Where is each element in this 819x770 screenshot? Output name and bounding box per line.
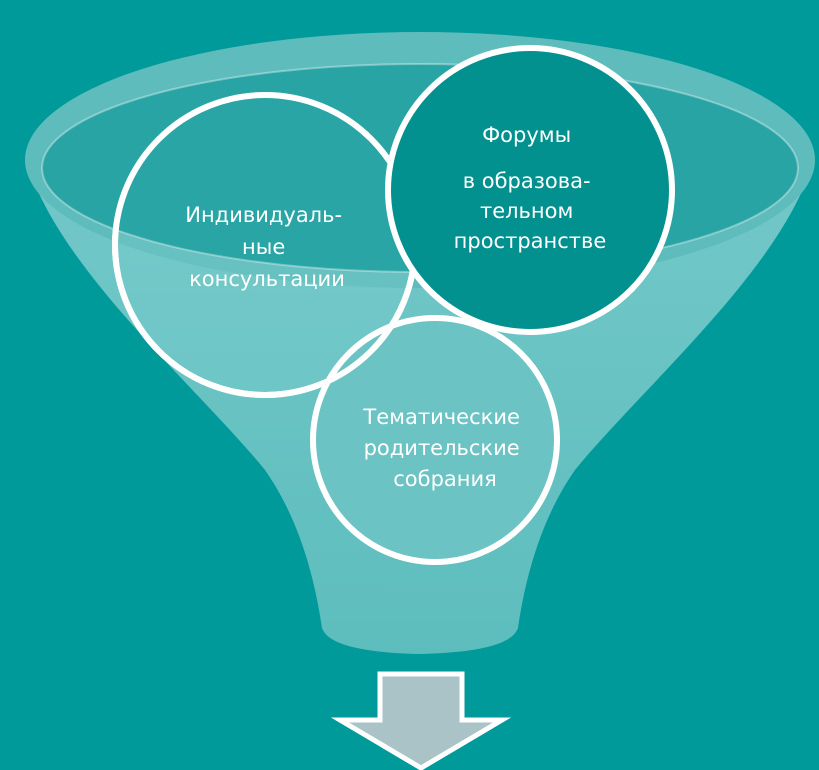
individual-label: Индивидуаль- ные консультации: [185, 203, 349, 291]
meetings-line-3: собрания: [393, 467, 497, 491]
circle-thematic-meetings: Тематические родительские собрания: [310, 315, 560, 565]
forums-label: Форумы в образова- тельном пространстве: [454, 123, 607, 253]
forums-line-3: тельном: [480, 199, 573, 223]
circle-forums-outline: [385, 45, 675, 335]
meetings-label: Тематические родительские собрания: [362, 405, 526, 491]
forums-line-1: Форумы: [482, 123, 571, 147]
meetings-line-2: родительские: [364, 436, 520, 460]
individual-line-2: ные: [242, 235, 285, 259]
forums-line-4: пространстве: [454, 229, 607, 253]
individual-line-1: Индивидуаль-: [185, 203, 342, 227]
circle-forums: Форумы в образова- тельном пространстве: [385, 45, 675, 335]
individual-line-3: консультации: [189, 267, 345, 291]
meetings-line-1: Тематические: [362, 405, 519, 429]
circle-meetings-outline: [310, 315, 560, 565]
down-arrow-icon: [330, 671, 512, 770]
forums-line-2: в образова-: [463, 169, 591, 193]
